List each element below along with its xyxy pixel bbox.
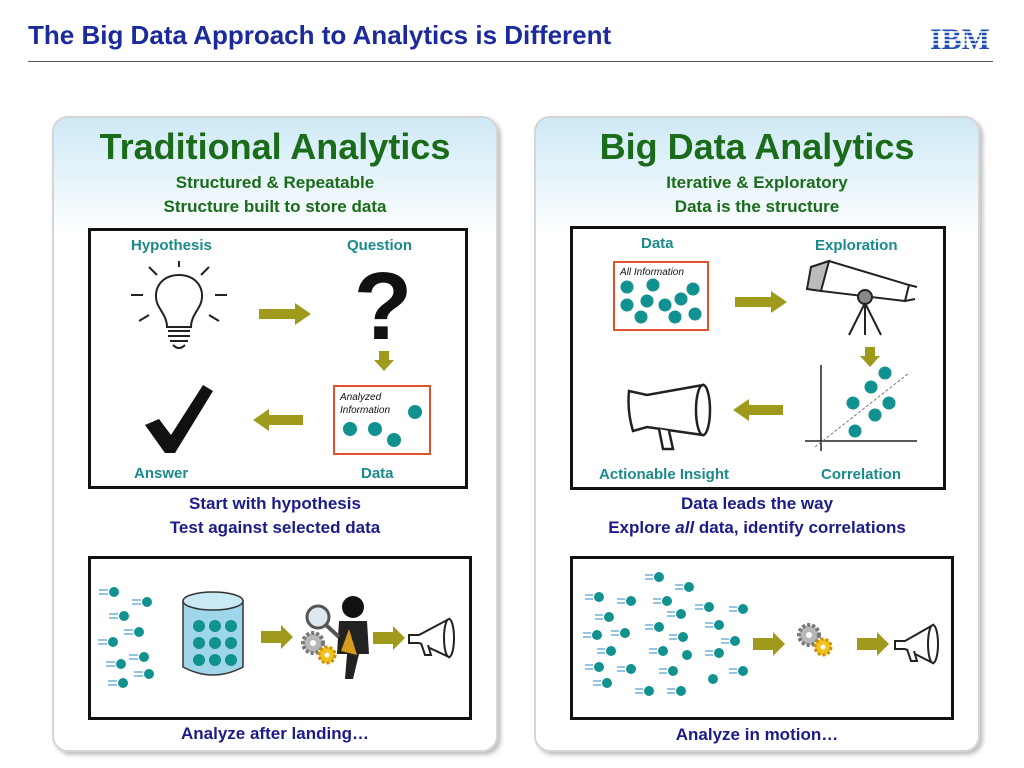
data-stream-particles xyxy=(583,572,748,696)
description-line-1: Start with hypothesis xyxy=(189,494,361,513)
panel-title: Big Data Analytics xyxy=(599,126,915,167)
desc-text-post: data, identify correlations xyxy=(694,518,906,537)
panel-subtitle-2: Data is the structure xyxy=(674,197,840,216)
all-information-box: All Information xyxy=(613,261,709,331)
megaphone-icon xyxy=(627,383,712,451)
arrow-right-icon xyxy=(857,632,889,656)
panel-subtitle-2: Structure built to store data xyxy=(163,197,387,216)
analyze-in-motion-diagram xyxy=(570,556,954,720)
traditional-cycle-diagram: Hypothesis Question Answer Data ? xyxy=(88,228,468,489)
title-divider xyxy=(28,61,993,62)
landing-flow xyxy=(98,587,455,688)
label-answer: Answer xyxy=(134,465,189,482)
caption-analyze-in-motion: Analyze in motion… xyxy=(675,725,839,744)
arrow-right-icon xyxy=(373,626,405,650)
arrow-right-icon xyxy=(261,625,293,649)
analyzed-information-box: Analyzed Information xyxy=(333,385,431,455)
label-question: Question xyxy=(347,237,413,254)
analyzed-label-1: Analyzed xyxy=(340,392,382,403)
label-exploration: Exploration xyxy=(815,237,898,254)
gears-icon xyxy=(797,623,833,657)
big-data-cycle-diagram: Data Exploration Actionable Insight Corr… xyxy=(570,226,946,490)
arrow-right-icon xyxy=(753,632,785,656)
caption-analyze-after-landing: Analyze after landing… xyxy=(181,724,369,743)
correlation-scatter-icon xyxy=(805,365,917,451)
analyst-with-magnifier-icon xyxy=(305,596,369,679)
analyzed-label-2: Information xyxy=(340,405,391,416)
panel-subtitle-1: Structured & Repeatable xyxy=(175,173,375,192)
label-correlation: Correlation xyxy=(821,466,902,483)
description-line-2: Explore all data, identify correlations xyxy=(536,518,978,538)
data-dots xyxy=(620,278,702,324)
telescope-icon xyxy=(805,259,918,336)
panel-title: Traditional Analytics xyxy=(99,126,451,167)
arrow-right-icon xyxy=(259,303,311,325)
description-line-1: Data leads the way xyxy=(680,494,834,513)
traditional-analytics-panel: Traditional Analytics Structured & Repea… xyxy=(52,116,498,752)
data-dots xyxy=(343,405,422,447)
desc-text-pre: Explore xyxy=(608,518,676,537)
megaphone-icon xyxy=(894,623,939,665)
incoming-data-particles xyxy=(98,587,154,688)
motion-flow xyxy=(583,572,939,696)
question-mark-icon: ? xyxy=(354,253,413,360)
arrow-left-icon xyxy=(253,409,303,431)
checkmark-icon xyxy=(145,385,213,453)
analyze-after-landing-diagram xyxy=(88,556,472,720)
arrow-left-icon xyxy=(733,399,783,421)
label-hypothesis: Hypothesis xyxy=(131,237,212,254)
label-actionable-insight: Actionable Insight xyxy=(599,466,730,483)
panel-subtitle-1: Iterative & Exploratory xyxy=(666,173,848,192)
label-data: Data xyxy=(361,465,394,482)
slide-title: The Big Data Approach to Analytics is Di… xyxy=(28,20,612,50)
arrow-down-icon xyxy=(374,351,394,371)
all-information-label: All Information xyxy=(620,267,684,278)
megaphone-icon xyxy=(408,617,455,659)
database-cylinder-icon xyxy=(182,591,244,676)
arrow-right-icon xyxy=(735,291,787,313)
big-data-analytics-panel: Big Data Analytics Iterative & Explorato… xyxy=(534,116,980,752)
description-line-2: Test against selected data xyxy=(169,518,381,537)
label-data: Data xyxy=(641,235,674,252)
gears-icon xyxy=(301,631,337,665)
ibm-logo: IBM xyxy=(925,23,995,56)
svg-text:?: ? xyxy=(354,253,413,360)
lightbulb-icon xyxy=(131,261,227,349)
desc-text-emphasis: all xyxy=(675,518,695,537)
arrow-down-icon xyxy=(860,347,880,367)
